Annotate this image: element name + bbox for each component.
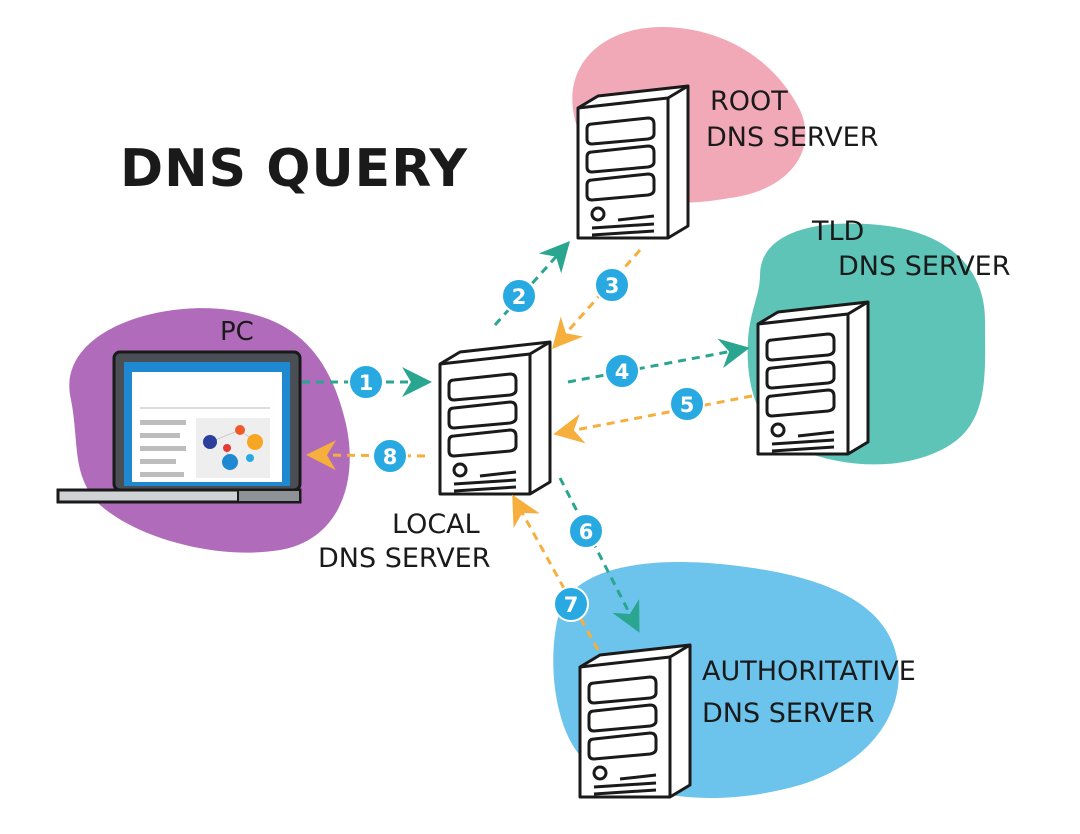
authoritative-server-label-line2: DNS SERVER	[702, 698, 874, 729]
step-badge-1: 1	[348, 364, 384, 400]
diagram-title: DNS QUERY	[120, 139, 468, 199]
arrow-step-4	[567, 338, 750, 384]
svg-text:3: 3	[605, 274, 620, 298]
arrow-step-5	[553, 394, 753, 444]
step-badge-6: 6	[568, 513, 604, 549]
step-badge-3: 3	[594, 267, 630, 303]
svg-text:1: 1	[359, 371, 374, 395]
tld-dns-server-icon	[756, 300, 870, 456]
root-server-label-line2: DNS SERVER	[706, 122, 878, 153]
svg-text:6: 6	[579, 520, 594, 544]
step-badge-7: 7	[553, 586, 589, 622]
local-dns-server-icon	[438, 340, 552, 496]
svg-text:7: 7	[564, 593, 579, 617]
tld-server-label-line2: DNS SERVER	[838, 251, 1010, 282]
step-badge-2: 2	[501, 278, 537, 314]
root-server-label-line1: ROOT	[710, 86, 788, 117]
svg-text:8: 8	[383, 445, 398, 469]
svg-text:4: 4	[615, 360, 630, 384]
svg-text:5: 5	[680, 393, 695, 417]
arrow-step-8	[306, 440, 426, 471]
local-server-label-line1: LOCAL	[392, 509, 480, 540]
authoritative-dns-server-icon	[578, 643, 692, 799]
tld-server-label-line1: TLD	[811, 216, 864, 247]
step-badge-4: 4	[604, 353, 640, 389]
pc-label: PC	[220, 317, 254, 347]
pc-laptop-icon	[56, 350, 302, 504]
svg-text:2: 2	[512, 285, 527, 309]
arrow-step-2	[493, 241, 570, 326]
step-badge-8: 8	[372, 438, 408, 474]
step-badge-5: 5	[669, 386, 705, 422]
authoritative-server-label-line1: AUTHORITATIVE	[702, 656, 916, 687]
root-dns-server-icon	[576, 84, 690, 240]
local-server-label-line2: DNS SERVER	[318, 543, 490, 574]
